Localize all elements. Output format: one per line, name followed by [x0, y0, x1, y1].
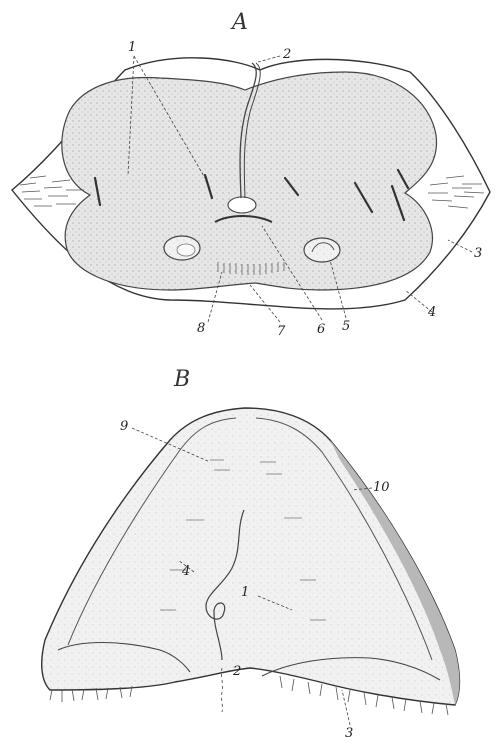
body-a	[62, 72, 437, 290]
label-a-5: 5	[342, 320, 350, 333]
label-b-4: 4	[182, 565, 190, 578]
label-a-6: 6	[317, 323, 325, 336]
panel-a	[12, 56, 490, 322]
label-b-1: 1	[241, 586, 249, 599]
label-a-2: 2	[283, 48, 291, 61]
label-b-10: 10	[373, 481, 390, 494]
label-a-3: 3	[474, 247, 482, 260]
label-b-9: 9	[120, 420, 128, 433]
label-b-3: 3	[345, 727, 353, 740]
cavity-right-a	[304, 238, 340, 262]
label-a-7: 7	[277, 325, 285, 338]
label-a-8: 8	[197, 322, 205, 335]
mouth-a	[228, 197, 256, 213]
label-b-2: 2	[233, 665, 241, 678]
label-a-4: 4	[428, 306, 436, 319]
panel-label-b: B	[174, 369, 190, 391]
panel-label-a: A	[232, 12, 248, 34]
outer-body-b	[42, 408, 460, 705]
label-a-1: 1	[128, 41, 136, 54]
panel-b	[42, 408, 460, 725]
